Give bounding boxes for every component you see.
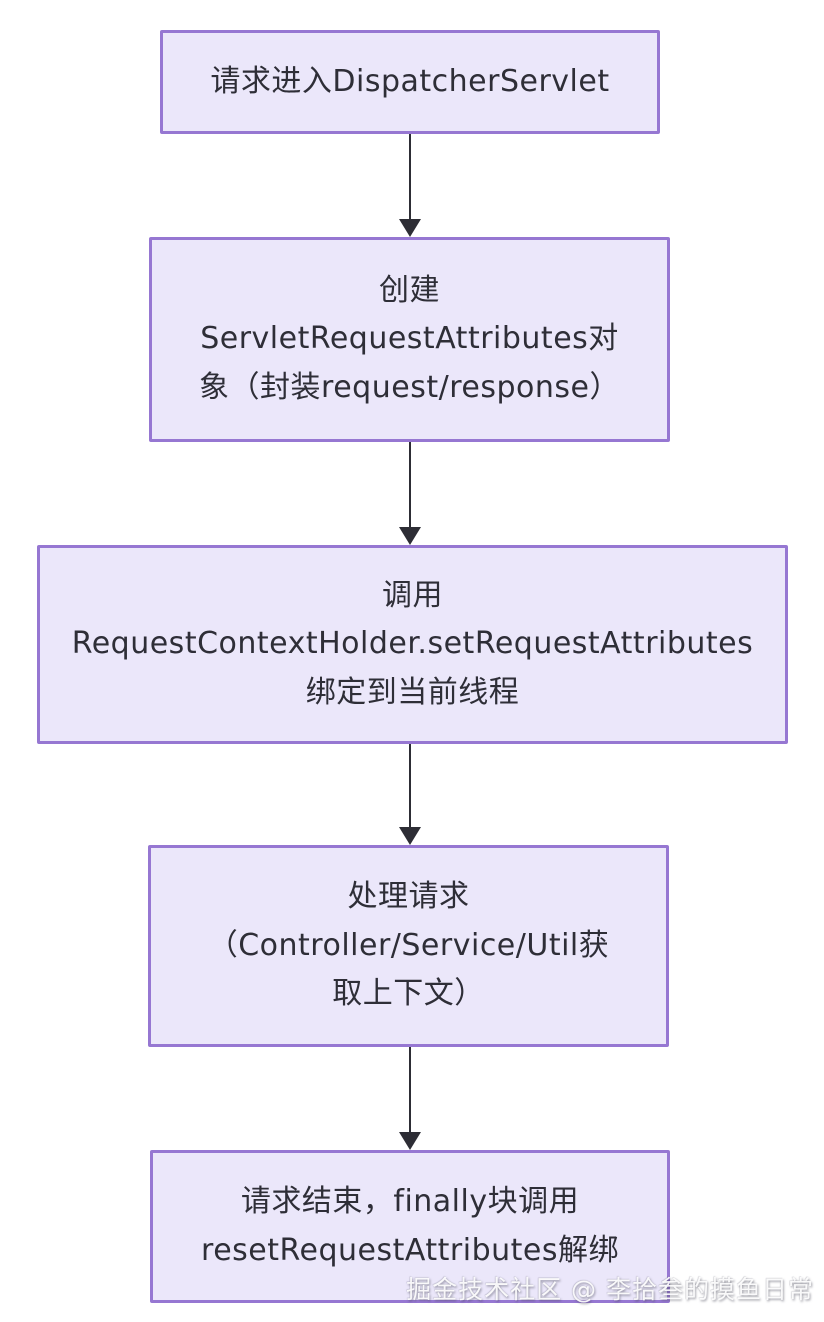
flow-arrow <box>399 442 421 545</box>
flow-node-step-5: 请求结束，finally块调用 resetRequestAttributes解绑 <box>150 1150 670 1303</box>
arrowhead-down-icon <box>399 827 421 845</box>
flow-node-label: 处理请求 （Controller/Service/Util获 取上下文） <box>207 879 610 1012</box>
watermark: 掘金技术社区 @ 李拾叁的摸鱼日常 <box>406 1275 814 1304</box>
arrowhead-down-icon <box>399 219 421 237</box>
flow-node-step-1: 请求进入DispatcherServlet <box>160 30 660 134</box>
arrowhead-down-icon <box>399 1132 421 1150</box>
arrow-line <box>408 134 412 219</box>
flow-arrow <box>399 1047 421 1150</box>
arrow-line <box>408 1047 412 1132</box>
arrow-line <box>408 744 412 827</box>
flow-node-label: 调用 RequestContextHolder.setRequestAttrib… <box>71 577 754 710</box>
flow-node-step-4: 处理请求 （Controller/Service/Util获 取上下文） <box>148 845 669 1047</box>
flow-node-step-2: 创建 ServletRequestAttributes对 象（封装request… <box>149 237 670 442</box>
flow-arrow <box>399 744 421 845</box>
flow-node-label: 请求进入DispatcherServlet <box>210 63 610 99</box>
flow-node-step-3: 调用 RequestContextHolder.setRequestAttrib… <box>37 545 788 744</box>
arrowhead-down-icon <box>399 527 421 545</box>
arrow-line <box>408 442 412 527</box>
flow-node-label: 请求结束，finally块调用 resetRequestAttributes解绑 <box>201 1183 619 1268</box>
flow-node-label: 创建 ServletRequestAttributes对 象（封装request… <box>199 272 620 405</box>
flow-arrow <box>399 134 421 237</box>
